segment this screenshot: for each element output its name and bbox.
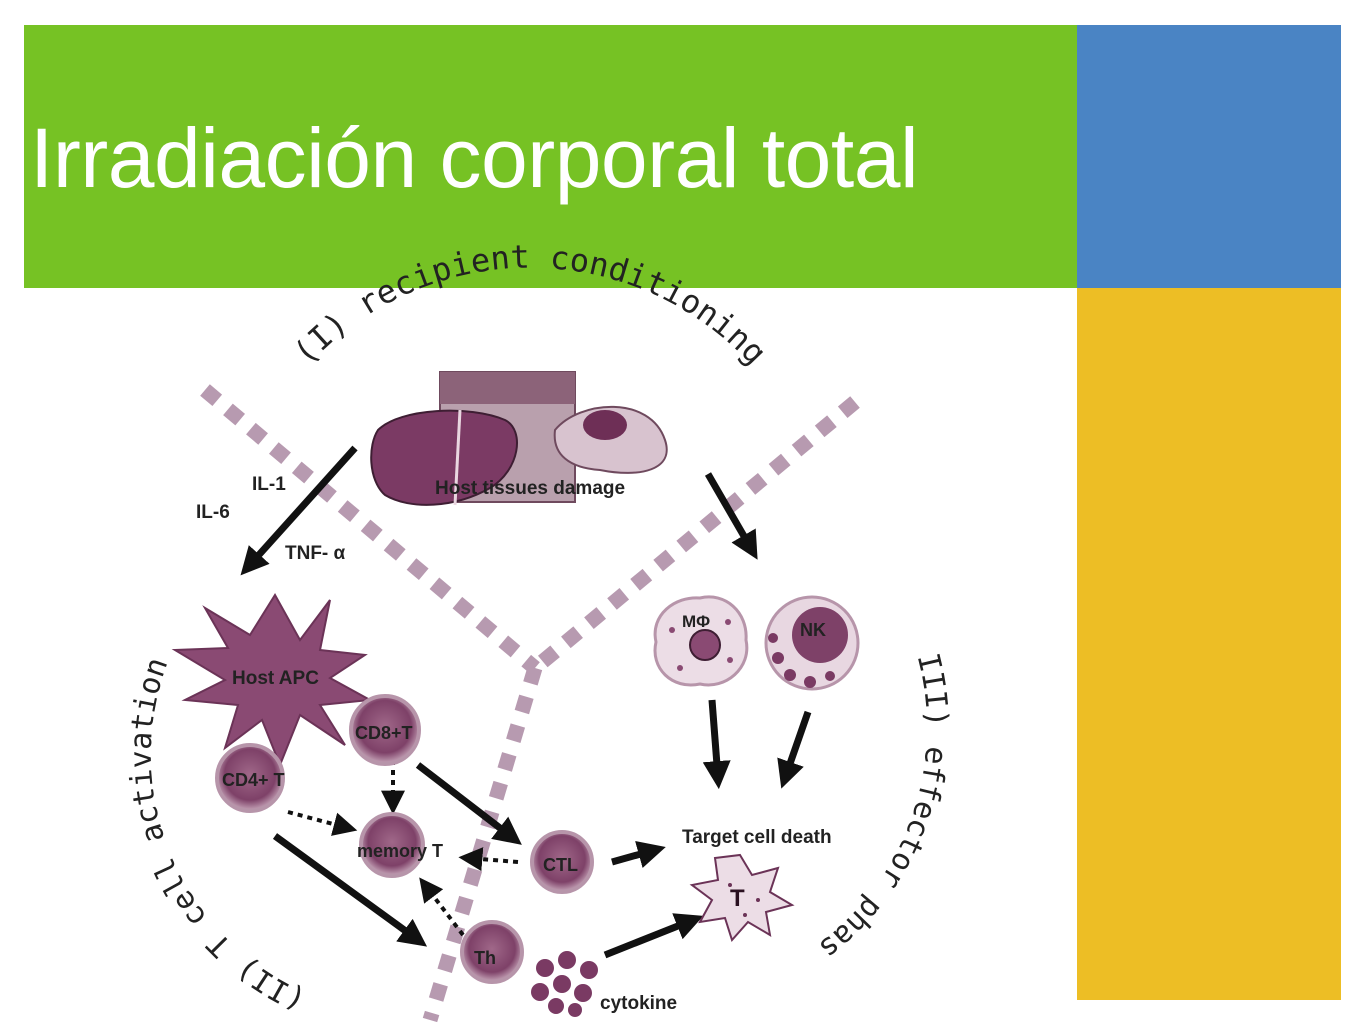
arrow-tissue-to-effectors [704, 472, 758, 560]
cd8-cell [349, 694, 421, 766]
accent-block-yellow [1077, 288, 1341, 1000]
accent-block-blue [1077, 25, 1341, 288]
slide-title: Irradiación corporal total [30, 111, 919, 205]
arrow-cd8-to-ctl [415, 762, 522, 845]
macrophage-label: MΦ [682, 612, 710, 631]
intestine-shape [553, 405, 668, 474]
cd4-label: CD4+ T [222, 770, 285, 790]
header-band-green [24, 25, 1077, 288]
cd8-label: CD8+T [355, 723, 413, 743]
th-cell [460, 920, 524, 984]
tnf-label: TNF- α [285, 543, 346, 564]
intestine-lesion [583, 410, 627, 440]
cd4-cell [215, 743, 285, 813]
arrow-th-to-memory [419, 877, 465, 937]
phase-1-label: (I) recipient conditioning [286, 237, 774, 371]
host-tissues-label: Host tissues damage [435, 478, 625, 499]
arrow-tissue-to-apc [240, 445, 358, 576]
th-label: Th [474, 948, 496, 968]
cytokine-label: cytokine [600, 993, 677, 1014]
cytokine-dots [531, 951, 598, 1017]
dotted-arrows [287, 760, 519, 937]
solid-arrows [240, 445, 812, 959]
target-cell-t-label: T [730, 885, 745, 912]
memory-t-cell [359, 812, 425, 878]
memory-t-label: memory T [357, 841, 443, 861]
il1-label: IL-1 [252, 474, 286, 495]
nk-cell [764, 595, 860, 691]
divider-bottom [422, 665, 543, 1023]
target-cell-label: Target cell death [682, 827, 832, 848]
ctl-label: CTL [543, 855, 578, 875]
host-apc-label: Host APC [232, 668, 319, 689]
nk-label: NK [800, 620, 826, 640]
arrow-cytokine-to-target [603, 913, 704, 959]
liver-shape [370, 409, 518, 506]
arrow-nk-to-target [777, 710, 812, 789]
target-cell [689, 853, 795, 942]
arrow-mphi-to-target [702, 699, 731, 790]
host-tissues-illustration [370, 371, 668, 506]
macrophage-cell [653, 595, 749, 687]
arrow-cd4-to-th [272, 833, 428, 947]
ctl-cell [530, 830, 594, 894]
il6-label: IL-6 [196, 502, 230, 523]
divider-left [200, 384, 540, 674]
arrow-ctl-to-target [611, 841, 666, 869]
arrow-ctl-to-memory [458, 847, 519, 872]
skin-surface [440, 372, 575, 404]
phase-dividers [200, 384, 860, 1023]
divider-right [530, 396, 860, 674]
arrow-cd4-to-memory [287, 810, 358, 836]
